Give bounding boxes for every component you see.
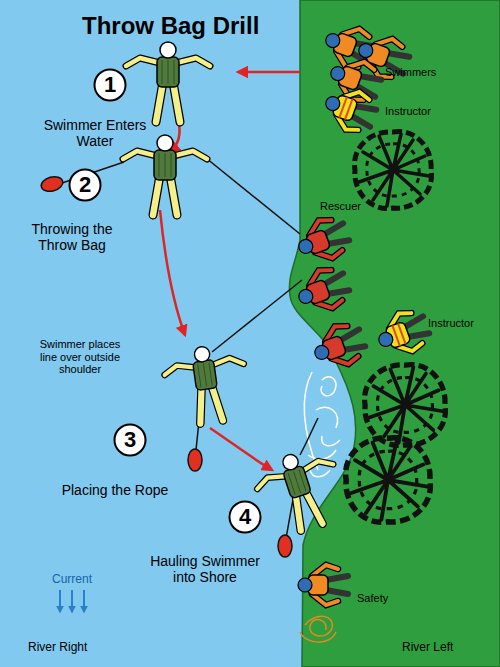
- bank-label: River Left: [402, 641, 498, 655]
- role-label: Instructor: [428, 317, 500, 330]
- group-label: Swimmers: [385, 66, 465, 79]
- callout-number: 4: [228, 500, 262, 534]
- coiled-rope: [300, 616, 336, 642]
- movement-arrows: [160, 72, 300, 470]
- step-caption: Placing the Rope: [45, 482, 185, 498]
- role-label: Safety: [357, 592, 417, 605]
- callout-note: Swimmer places line over outside shoulde…: [32, 338, 128, 376]
- callout-number: 3: [113, 423, 147, 457]
- step-caption: Throwing the Throw Bag: [17, 221, 127, 253]
- bank-label: River Right: [28, 641, 128, 655]
- callout-number: 2: [68, 168, 102, 202]
- current-arrows: [60, 590, 84, 612]
- role-label: Instructor: [385, 105, 465, 118]
- callout-circle: 3: [113, 423, 147, 457]
- callout-circle: 1: [93, 68, 127, 102]
- callout-number: 1: [93, 68, 127, 102]
- step-caption: Hauling Swimmer into Shore: [140, 553, 270, 585]
- diagram-title: Throw Bag Drill: [82, 12, 259, 40]
- role-label: Rescuer: [320, 200, 390, 213]
- river-bank: [289, 0, 500, 667]
- current-label: Current: [42, 573, 102, 587]
- callout-circle: 4: [228, 500, 262, 534]
- step-caption: Swimmer Enters Water: [35, 117, 155, 149]
- callout-circle: 2: [68, 168, 102, 202]
